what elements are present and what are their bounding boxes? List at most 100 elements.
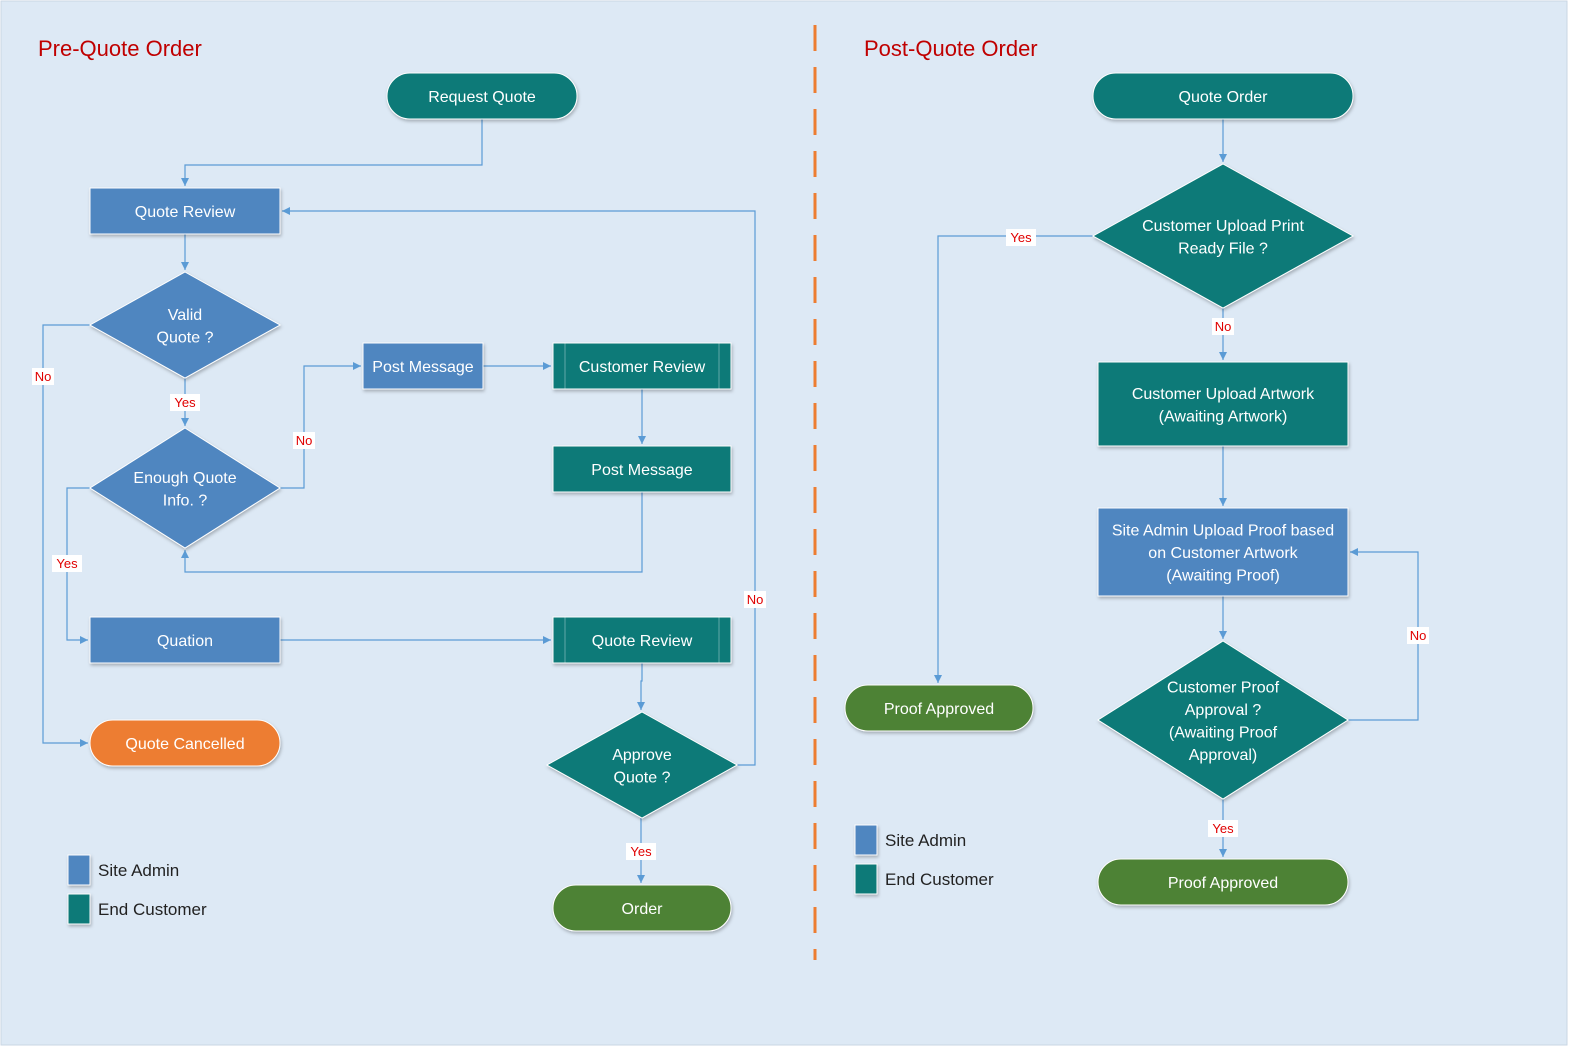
legend-swatch-end-customer <box>67 893 91 925</box>
connector-label-background <box>293 432 315 449</box>
connector-label: Yes <box>170 394 200 411</box>
connector-label: Yes <box>1006 229 1036 246</box>
process-shape <box>1097 507 1349 597</box>
connector-label-background <box>170 394 200 411</box>
connector-label: No <box>1212 318 1234 335</box>
order-node[interactable]: Order <box>552 884 732 932</box>
connector-label: No <box>744 591 766 608</box>
process-shape <box>552 445 732 493</box>
quote-order-node[interactable]: Quote Order <box>1092 72 1354 120</box>
legend-swatch-site-admin <box>67 854 91 886</box>
customer-review-label-line: Customer Review <box>579 359 706 376</box>
proof-approval-label-line: Approval ? <box>1185 702 1262 719</box>
quote-review-admin-node[interactable]: Quote Review <box>89 187 281 235</box>
post-message-admin-node[interactable]: Post Message <box>362 342 484 390</box>
request-quote-node[interactable]: Request Quote <box>386 72 578 120</box>
quote-review-customer-node[interactable]: Quote Review <box>552 616 732 664</box>
decision-shape <box>88 271 282 379</box>
quotation-label-line: Quation <box>157 633 213 650</box>
quote-review-admin-label-line: Quote Review <box>135 204 236 221</box>
connector-label-text: Yes <box>630 844 652 859</box>
connector-label-background <box>1212 318 1234 335</box>
request-quote-label-line: Request Quote <box>428 89 536 106</box>
connector-label-background <box>1006 229 1036 246</box>
upload-artwork-label-line: (Awaiting Artwork) <box>1159 408 1288 425</box>
quote-cancelled-node[interactable]: Quote Cancelled <box>89 719 281 767</box>
post-quote-order-title: Post-Quote Order <box>864 36 1038 61</box>
post-message-customer-node[interactable]: Post Message <box>552 445 732 493</box>
proof-approved-left-label-line: Proof Approved <box>884 701 994 718</box>
connector-label-background <box>744 591 766 608</box>
subprocess-shape <box>552 616 732 664</box>
legend-swatch-site-admin <box>854 824 878 856</box>
connector-label-text: Yes <box>174 395 196 410</box>
post-message-customer-label-line: Post Message <box>591 462 692 479</box>
proof-approved-right-label-line: Proof Approved <box>1168 875 1278 892</box>
terminator-shape <box>386 72 578 120</box>
approve-quote-label-line: Approve <box>612 747 672 764</box>
connector-quote-review-customer-to-approve-quote <box>637 663 645 710</box>
process-shape <box>89 187 281 235</box>
pre-quote-order-title: Pre-Quote Order <box>38 36 202 61</box>
approve-quote-label-line: Quote ? <box>614 769 671 786</box>
connector-label-text: Yes <box>56 556 78 571</box>
terminator-shape <box>1097 858 1349 906</box>
connector-label-background <box>1208 820 1238 837</box>
connector-approve-quote-to-quote-review-admin <box>282 207 756 766</box>
valid-quote-label-line: Valid <box>168 307 202 324</box>
upload-proof-label-line: Site Admin Upload Proof based <box>1112 523 1334 540</box>
connector-label-text: No <box>296 433 313 448</box>
quote-order-label-line: Quote Order <box>1179 89 1269 106</box>
process-shape <box>362 342 484 390</box>
connector-label-text: No <box>35 369 52 384</box>
upload-print-ready-label-line: Customer Upload Print <box>1142 218 1304 235</box>
connector-label-background <box>32 368 54 385</box>
proof-approved-right-node[interactable]: Proof Approved <box>1097 858 1349 906</box>
terminator-shape <box>844 684 1034 732</box>
process-shape <box>89 616 281 664</box>
proof-approval-label-line: (Awaiting Proof <box>1169 724 1278 741</box>
customer-review-node[interactable]: Customer Review <box>552 342 732 390</box>
connector-label-text: Yes <box>1212 821 1234 836</box>
proof-approved-left-node[interactable]: Proof Approved <box>844 684 1034 732</box>
connector-label-text: Yes <box>1010 230 1032 245</box>
quotation-node[interactable]: Quation <box>89 616 281 664</box>
terminator-shape <box>1092 72 1354 120</box>
process-shape <box>1097 361 1349 447</box>
proof-approval-label-line: Approval) <box>1189 747 1257 764</box>
connector-valid-quote-to-quote-cancelled <box>42 324 90 747</box>
quote-cancelled-label-line: Quote Cancelled <box>125 736 244 753</box>
enough-info-label-line: Enough Quote <box>133 470 236 487</box>
connector-label: No <box>293 432 315 449</box>
post-message-admin-label-line: Post Message <box>372 359 473 376</box>
legend-swatch-end-customer <box>854 863 878 895</box>
decision-shape <box>89 427 281 549</box>
decision-shape <box>1091 163 1355 309</box>
upload-artwork-node[interactable]: Customer Upload Artwork(Awaiting Artwork… <box>1097 361 1349 447</box>
terminator-shape <box>89 719 281 767</box>
connector-label-text: No <box>1410 628 1427 643</box>
connector-label: No <box>1407 627 1429 644</box>
connector-label-background <box>1407 627 1429 644</box>
upload-print-ready-label-line: Ready File ? <box>1178 240 1268 257</box>
terminator-shape <box>552 884 732 932</box>
legend-label-end-customer: End Customer <box>885 870 994 889</box>
decision-shape <box>545 711 739 819</box>
legend-label-end-customer: End Customer <box>98 900 207 919</box>
connector-label: Yes <box>1208 820 1238 837</box>
connector-enough-info-to-post-message-admin <box>280 362 361 489</box>
connector-label: No <box>32 368 54 385</box>
legend-label-site-admin: Site Admin <box>98 861 179 880</box>
